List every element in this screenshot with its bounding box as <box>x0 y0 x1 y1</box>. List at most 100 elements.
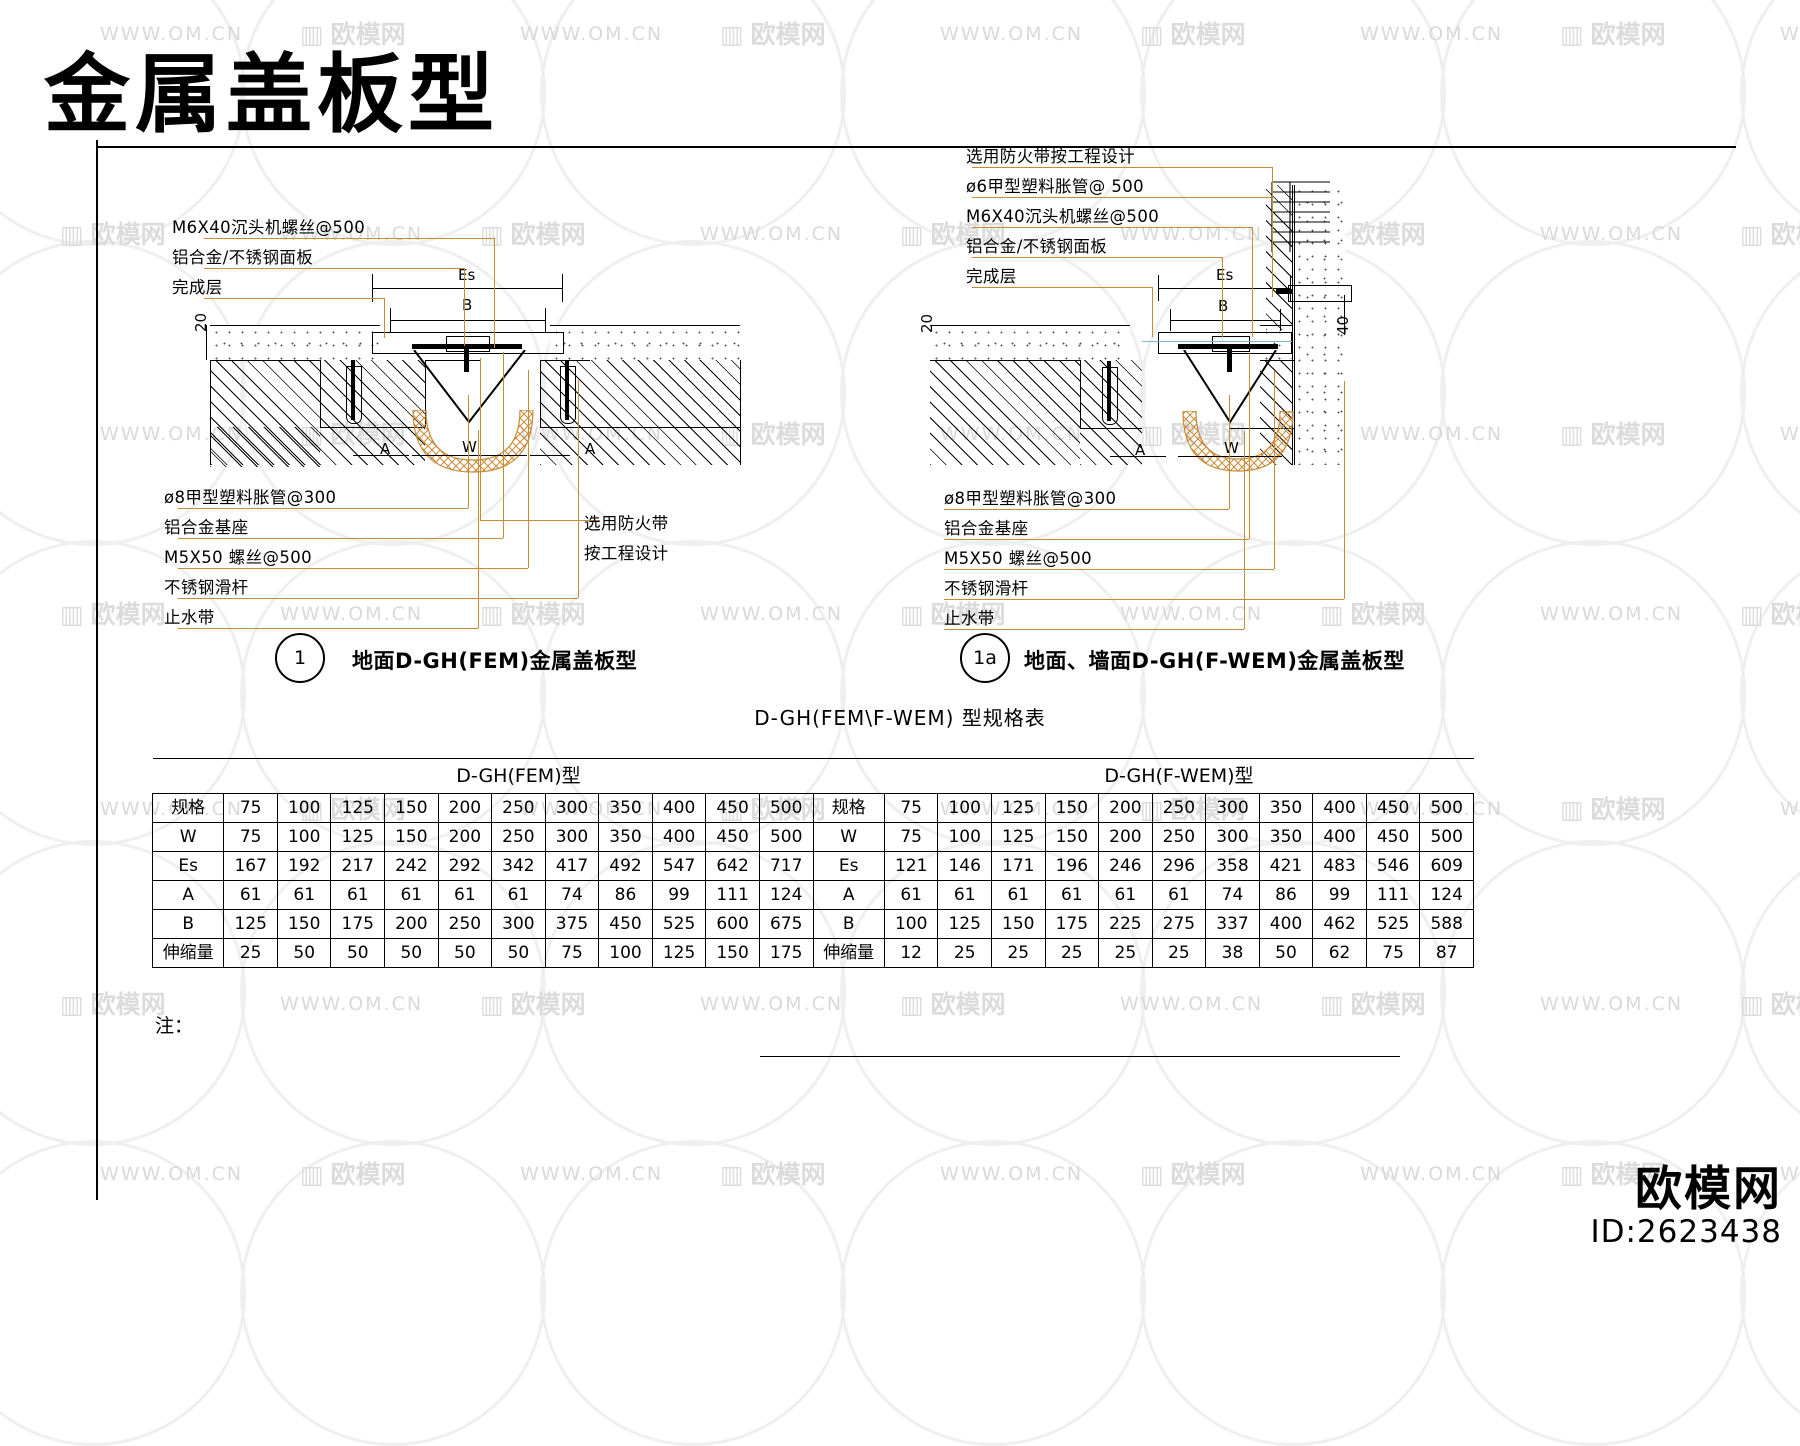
spec-cell-right: 61 <box>883 880 939 910</box>
spec-cell-right: 150 <box>1044 793 1100 823</box>
notes-label: 注： <box>155 1015 194 1037</box>
leader-1a-8v <box>1274 371 1275 569</box>
spec-cell-left: 400 <box>651 793 707 823</box>
spec-row-label-left: A <box>151 880 225 910</box>
spec-cell-left: 125 <box>330 793 386 823</box>
spec-cell-right: 50 <box>1258 938 1314 968</box>
spec-cell-right: 62 <box>1312 938 1367 968</box>
leader-3 <box>204 298 384 299</box>
spec-table-title: D-GH(FEM\F-WEM) 型规格表 <box>754 706 1046 730</box>
spec-cell-left: 25 <box>223 938 278 968</box>
spec-cell-left: 50 <box>437 938 493 968</box>
leader-6 <box>178 568 528 569</box>
spec-cell-left: 500 <box>758 822 814 852</box>
slab-finish-left <box>210 325 380 361</box>
spec-cell-left: 675 <box>758 909 814 939</box>
dim-line-es <box>372 288 562 289</box>
dim-tick-es-r <box>562 274 563 302</box>
spec-row-label-left: 伸缩量 <box>151 938 225 968</box>
spec-cell-right: 300 <box>1205 793 1260 823</box>
spec-cell-left: 200 <box>437 793 493 823</box>
slab-line-1a-4 <box>1260 360 1294 361</box>
spec-cell-left: 100 <box>276 822 332 852</box>
dim-tick-b-1a-r <box>1280 309 1281 331</box>
spec-cell-left: 400 <box>651 822 707 852</box>
guide-line-blue-1a <box>1142 341 1292 342</box>
spec-cell-left: 100 <box>276 793 332 823</box>
spec-cell-right: 525 <box>1365 909 1421 939</box>
watermark-url: WWW.OM.CN <box>520 23 664 45</box>
leader-1a-8 <box>944 569 1274 570</box>
spec-cell-left: 492 <box>598 851 653 881</box>
watermark-url: WWW.OM.CN <box>700 993 844 1015</box>
leader-1a-10 <box>944 629 1244 630</box>
spec-cell-right: 358 <box>1205 851 1260 881</box>
brand-block: 欧模网 ID:2623438 <box>1590 1164 1782 1250</box>
watermark-logo: ▥ 欧模网 <box>300 1161 406 1189</box>
spec-cell-right: 100 <box>937 822 992 852</box>
detail-drawing-1: Es B A W A 20 M6X40沉头机螺丝@500 铝合金/不锈钢面板 完… <box>150 180 790 630</box>
spec-cell-left: 99 <box>651 880 707 910</box>
spec-cell-right: 146 <box>937 851 992 881</box>
notes-block: 注： <box>155 1012 193 1041</box>
leader-1a-10v <box>1244 431 1245 629</box>
spec-cell-right: 500 <box>1419 822 1474 852</box>
spec-cell-left: 350 <box>598 793 653 823</box>
watermark-circle <box>1740 0 1800 246</box>
leader-1a-5v <box>1152 287 1153 337</box>
watermark-circle <box>840 1140 1146 1446</box>
spec-cell-right: 75 <box>883 793 939 823</box>
watermark-url: WWW.OM.CN <box>280 993 424 1015</box>
cover-plate-seal <box>412 344 522 349</box>
spec-cell-right: 74 <box>1205 880 1260 910</box>
slab-step-line-3 <box>320 427 425 428</box>
annotation-fig1a-bot-3: 不锈钢滑杆 <box>944 579 1029 598</box>
annotation-fig1-top-2: 完成层 <box>172 278 223 297</box>
leader-1a-4v <box>1222 257 1223 337</box>
dim-tick-b-l <box>390 308 391 332</box>
watermark-url: WWW.OM.CN <box>1540 993 1684 1015</box>
annotation-fig1a-bot-1: 铝合金基座 <box>944 519 1029 538</box>
fastener-screw <box>464 348 469 372</box>
spec-cell-right: 350 <box>1258 822 1314 852</box>
spec-cell-right: 300 <box>1205 822 1260 852</box>
spec-cell-left: 150 <box>276 909 332 939</box>
spec-cell-left: 600 <box>705 909 760 939</box>
leader-1a-3v <box>1252 227 1253 337</box>
spec-cell-left: 75 <box>223 793 278 823</box>
leader-1a-7 <box>944 539 1249 540</box>
leader-1v <box>494 238 495 348</box>
dim-tick-es-l <box>372 274 373 302</box>
spec-cell-right: 609 <box>1419 851 1474 881</box>
slab-step-line-4 <box>425 360 426 427</box>
annotation-fig1a-top-4: 完成层 <box>966 267 1017 286</box>
slab-finish-right-1a <box>1260 325 1295 361</box>
spec-row-label-right: 伸缩量 <box>812 938 885 968</box>
spec-cell-left: 200 <box>384 909 439 939</box>
spec-cell-left: 111 <box>705 880 760 910</box>
leader-5 <box>178 538 503 539</box>
leader-1a-6v <box>1229 395 1230 509</box>
watermark-url: WWW.OM.CN <box>1360 1163 1504 1185</box>
spec-row-label-left: 规格 <box>151 793 225 823</box>
dim-label-a-right: A <box>585 440 596 458</box>
spec-cell-right: 61 <box>990 880 1046 910</box>
leader-1a-2v <box>1272 197 1273 297</box>
cover-plate-seal-1a <box>1178 344 1278 349</box>
watermark-logo: ▥ 欧模网 <box>720 21 826 49</box>
spec-cell-right: 400 <box>1312 822 1367 852</box>
dim-label-b-1a: B <box>1218 297 1229 315</box>
spec-corner-cell-2 <box>813 758 885 794</box>
spec-cell-right: 196 <box>1044 851 1100 881</box>
leader-2 <box>204 268 464 269</box>
dim-label-b: B <box>462 296 473 314</box>
spec-cell-right: 150 <box>990 909 1046 939</box>
dim-line-b <box>390 320 545 321</box>
spec-cell-right: 225 <box>1098 909 1153 939</box>
dim-tick-20 <box>206 325 207 360</box>
spec-cell-left: 192 <box>276 851 332 881</box>
leader-4v <box>468 395 469 508</box>
spec-cell-left: 74 <box>544 880 600 910</box>
